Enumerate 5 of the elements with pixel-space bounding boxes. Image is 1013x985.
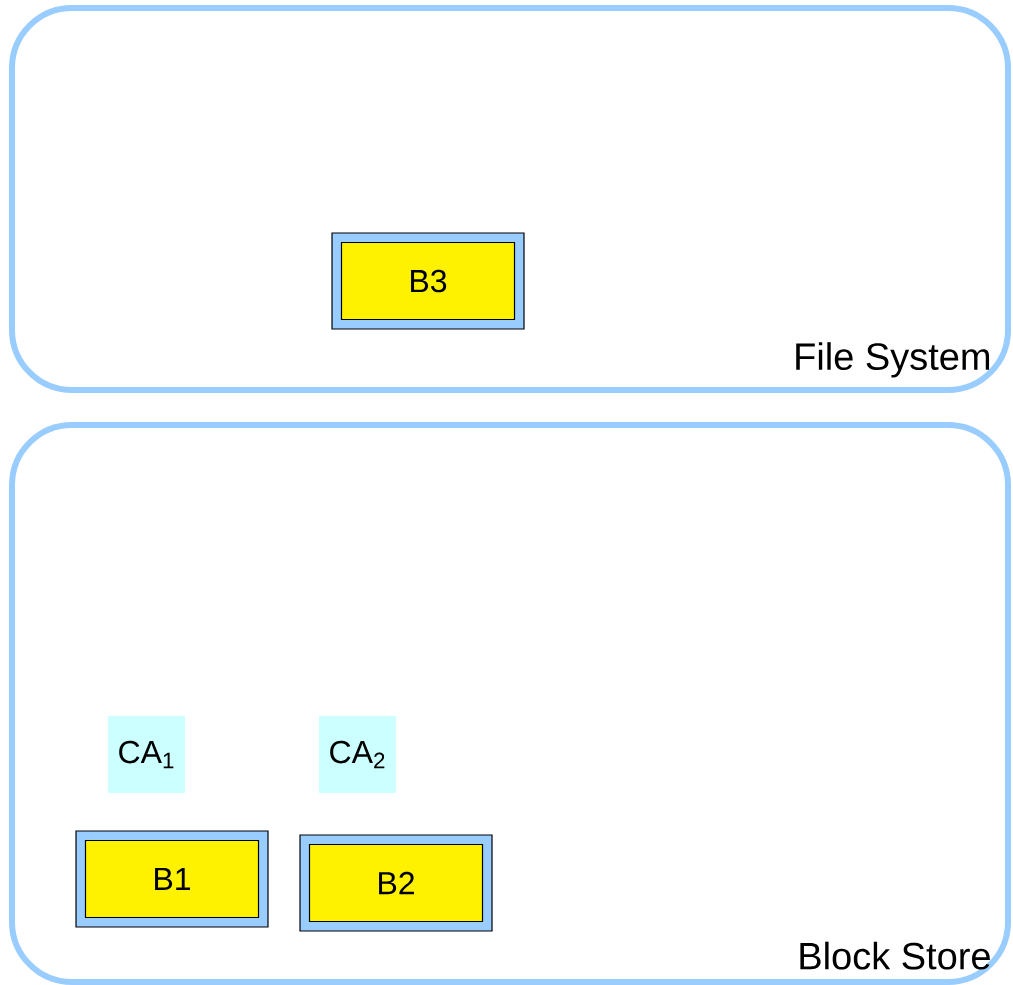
label-box: CA$_{2}$	[319, 716, 396, 793]
block-box: B1	[75, 830, 269, 928]
block-box: B2	[299, 834, 493, 932]
block-box: B3	[331, 232, 525, 330]
label-box: CA$_{1}$	[108, 716, 185, 793]
